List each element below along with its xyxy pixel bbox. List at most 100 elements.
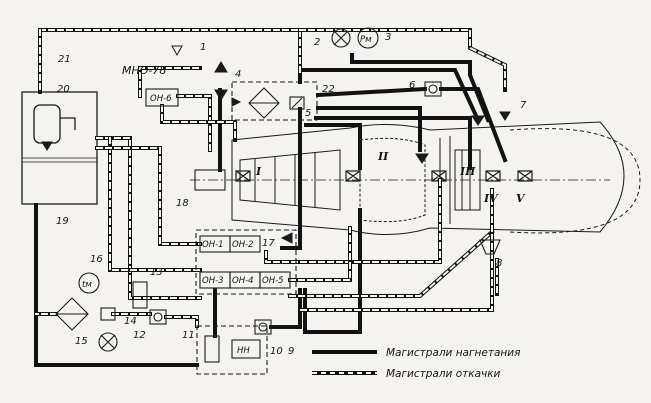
pump-label-5: ОН-5	[262, 276, 284, 286]
roman-V: V	[516, 192, 526, 205]
callout-8: 8	[496, 258, 502, 269]
pump-box-nn	[231, 339, 261, 359]
bearing-crosses	[235, 170, 533, 182]
callout-21: 21	[58, 54, 71, 65]
scavenge-line-dash	[165, 316, 198, 327]
check-valve-6-ball	[428, 84, 438, 94]
bearing-i	[235, 170, 251, 182]
check-valve-12-ball	[153, 312, 163, 322]
callout-9: 9	[288, 346, 294, 357]
pump-label-3: ОН-3	[202, 276, 224, 286]
callout-22: 22	[322, 84, 335, 95]
scavenge-line	[38, 28, 302, 74]
scavenge-line-dash	[299, 29, 506, 91]
roman-I: I	[255, 165, 262, 178]
pressure-line	[439, 87, 508, 163]
components	[55, 27, 501, 375]
valve-5	[289, 96, 305, 110]
scavenge-line-dash	[139, 67, 201, 97]
breather-18	[194, 169, 226, 191]
check-valve-9	[254, 319, 272, 335]
scavenge-line	[298, 188, 494, 312]
sensor-14	[100, 307, 116, 321]
accessory-frame	[196, 325, 268, 375]
exhaust-cone	[509, 128, 641, 234]
callout-3: 3	[385, 32, 391, 43]
scavenge-line-dash	[39, 29, 301, 73]
pump-box-on6	[145, 88, 179, 107]
callout-6: 6	[409, 80, 415, 91]
pump-label-7: НН	[237, 346, 250, 356]
pressure-line	[280, 107, 302, 250]
roman-III: III	[459, 165, 476, 178]
filter-11	[204, 335, 220, 363]
roman-IV: IV	[483, 192, 499, 205]
pump-label-6: ОН-6	[150, 94, 172, 104]
oil-tank	[21, 91, 98, 205]
check-valve-6	[424, 81, 442, 97]
lamp-14	[98, 332, 118, 352]
scavenge-line-dash	[96, 147, 201, 245]
bearings	[235, 170, 533, 182]
scavenge-line	[164, 315, 199, 328]
arrow-to-17	[280, 232, 293, 244]
pressure-gauge-3	[357, 27, 379, 49]
scavenge-line	[95, 136, 202, 300]
valve-5-arrow	[291, 97, 303, 109]
deaerator	[33, 104, 61, 144]
bearing-ii	[345, 170, 361, 182]
scavenge-line-dash	[265, 179, 441, 263]
check-valve-9-ball	[258, 322, 268, 332]
bearing-v	[517, 170, 533, 182]
callout-10: 10	[270, 346, 283, 357]
callout-16: 16	[90, 254, 103, 265]
pump-label-2: ОН-2	[232, 240, 254, 250]
callout-7: 7	[520, 100, 527, 111]
bearing-iii-rear	[485, 170, 501, 182]
temp-gauge-symbol: tм	[82, 280, 92, 290]
combustor	[359, 137, 426, 223]
arrow-4-in	[231, 97, 242, 107]
lamp-2-cross	[333, 30, 349, 46]
pressure-line	[316, 106, 422, 152]
scavenge-line-dash	[96, 137, 201, 299]
arrow-top-bi	[214, 61, 228, 101]
scavenge-line-dash	[161, 105, 236, 141]
pump-label-4: ОН-4	[232, 276, 254, 286]
temp-gauge-16	[78, 272, 100, 294]
callout-17: 17	[262, 238, 275, 249]
callout-14: 14	[124, 316, 137, 327]
scavenge-line-dash	[177, 95, 211, 151]
pressure-line	[314, 116, 472, 170]
deaerator-pipe	[60, 117, 76, 130]
scavenge-line	[95, 146, 202, 246]
filter-13	[132, 281, 148, 309]
pump-box-on2	[229, 235, 261, 253]
scavenge-line-dash	[109, 137, 201, 271]
sensor-8	[479, 239, 501, 255]
callout-4: 4	[235, 69, 241, 80]
pressure-line	[34, 203, 199, 367]
callout-11: 11	[182, 330, 195, 341]
pressure-line	[315, 86, 428, 98]
pressure-gauge-symbol: Pм	[360, 35, 372, 45]
legend: Магистрали нагнетания Магистрали откачки	[312, 347, 520, 380]
pressure-line	[298, 68, 481, 123]
filter-4	[248, 87, 280, 119]
lamp-14-cross	[100, 334, 116, 350]
flow-arrows	[41, 45, 511, 244]
pressure-line	[304, 123, 362, 170]
pump-box-on5	[259, 271, 291, 289]
oil-grade-label: МНО-78	[122, 64, 166, 77]
compressor-section	[239, 149, 341, 211]
callout-15: 15	[75, 336, 88, 347]
callout-19: 19	[56, 216, 69, 227]
tank-oil-level	[22, 157, 97, 163]
pump-label-1: ОН-1	[202, 240, 224, 250]
check-valve-12	[149, 309, 167, 325]
callout-18: 18	[176, 198, 189, 209]
roman-II: II	[377, 150, 389, 163]
callout-13: 13	[150, 267, 163, 278]
